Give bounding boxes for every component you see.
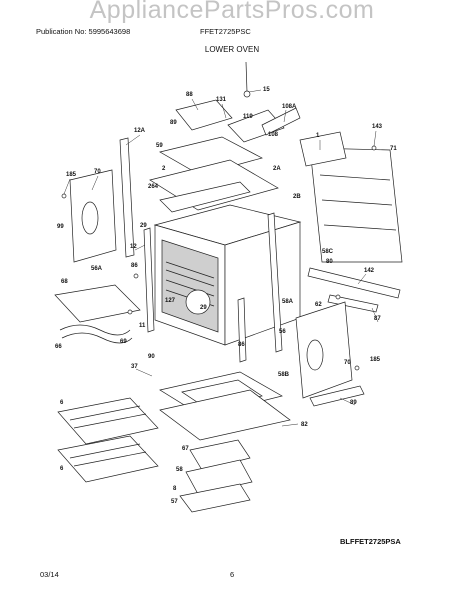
callout-label: 86 <box>131 263 138 269</box>
callout-label: 143 <box>372 124 383 130</box>
footer-date: 03/14 <box>40 570 59 579</box>
callout-label: 131 <box>216 97 227 103</box>
callout-label: 58A <box>282 299 294 305</box>
oven-racks-part <box>57 397 159 483</box>
side-trim-parts <box>119 137 283 363</box>
callout-label: 264 <box>148 184 159 190</box>
callout-label: 82 <box>301 422 308 428</box>
publication-number: Publication No: 5995643698 <box>36 27 131 36</box>
callout-label: 2 <box>162 166 166 172</box>
oven-top-wrapper-part <box>149 99 301 213</box>
callout-label: 1 <box>316 133 320 139</box>
figure-code: BLFFET2725PSA <box>340 537 401 546</box>
callout-label: 86 <box>238 342 245 348</box>
model-number: FFET2725PSC <box>200 27 251 36</box>
callout-label: 2B <box>293 194 301 200</box>
callout-label: 108 <box>268 132 279 138</box>
callout-label: 59 <box>156 143 163 149</box>
callout-label: 70 <box>344 360 351 366</box>
callout-label: 88 <box>186 92 193 98</box>
callout-label: 71 <box>390 146 397 152</box>
callout-label: 185 <box>66 172 77 178</box>
callout-label: 37 <box>131 364 138 370</box>
callout-label: 8 <box>173 486 177 492</box>
broil-pan-part <box>179 439 253 513</box>
rear-panel-part <box>299 131 403 263</box>
callout-label: 142 <box>364 268 375 274</box>
callout-label: 99 <box>57 224 64 230</box>
callout-label: 108A <box>282 104 297 110</box>
callout-label: 58B <box>278 372 290 378</box>
callout-label: 29 <box>140 223 147 229</box>
callout-label: 69 <box>120 339 127 345</box>
callout-label: 11 <box>139 323 146 329</box>
callout-label: 68 <box>61 279 68 285</box>
bake-element-part <box>54 284 141 344</box>
leader-lines <box>63 89 379 427</box>
callout-label: 87 <box>374 316 381 322</box>
left-side-panel-part <box>69 169 117 263</box>
callout-label: 185 <box>370 357 381 363</box>
callout-label: 62 <box>315 302 322 308</box>
callout-label: 89 <box>170 120 177 126</box>
section-title: LOWER OVEN <box>204 45 260 54</box>
callout-label: 57 <box>171 499 178 505</box>
callout-label: 90 <box>148 354 155 360</box>
watermark: AppliancePartsPros.com <box>89 0 375 24</box>
callout-label: 56 <box>279 329 286 335</box>
callout-label: 6 <box>60 466 64 472</box>
callout-label: 12A <box>134 128 146 134</box>
callout-label: 56A <box>91 266 103 272</box>
callout-label: 80 <box>326 259 333 265</box>
callout-label: 29 <box>200 305 207 311</box>
oven-sensor-part <box>243 61 251 98</box>
bottom-bracket-part <box>307 267 401 313</box>
callout-label: 70 <box>94 169 101 175</box>
callout-label: 6 <box>60 400 64 406</box>
callout-label: 58C <box>322 249 334 255</box>
lower-trim-part <box>309 385 365 407</box>
callout-label: 127 <box>165 298 176 304</box>
front-frame-part <box>159 371 291 441</box>
callout-label: 67 <box>182 446 189 452</box>
callout-label: 58 <box>176 467 183 473</box>
callout-label: 12 <box>130 244 137 250</box>
callout-label: 119 <box>243 114 253 120</box>
callout-label: 15 <box>263 87 270 93</box>
right-side-panel-part <box>295 301 353 399</box>
callout-label: 66 <box>55 344 62 350</box>
callout-label: 2A <box>273 166 281 172</box>
callout-label: 89 <box>350 400 357 406</box>
page-number: 6 <box>230 570 235 579</box>
